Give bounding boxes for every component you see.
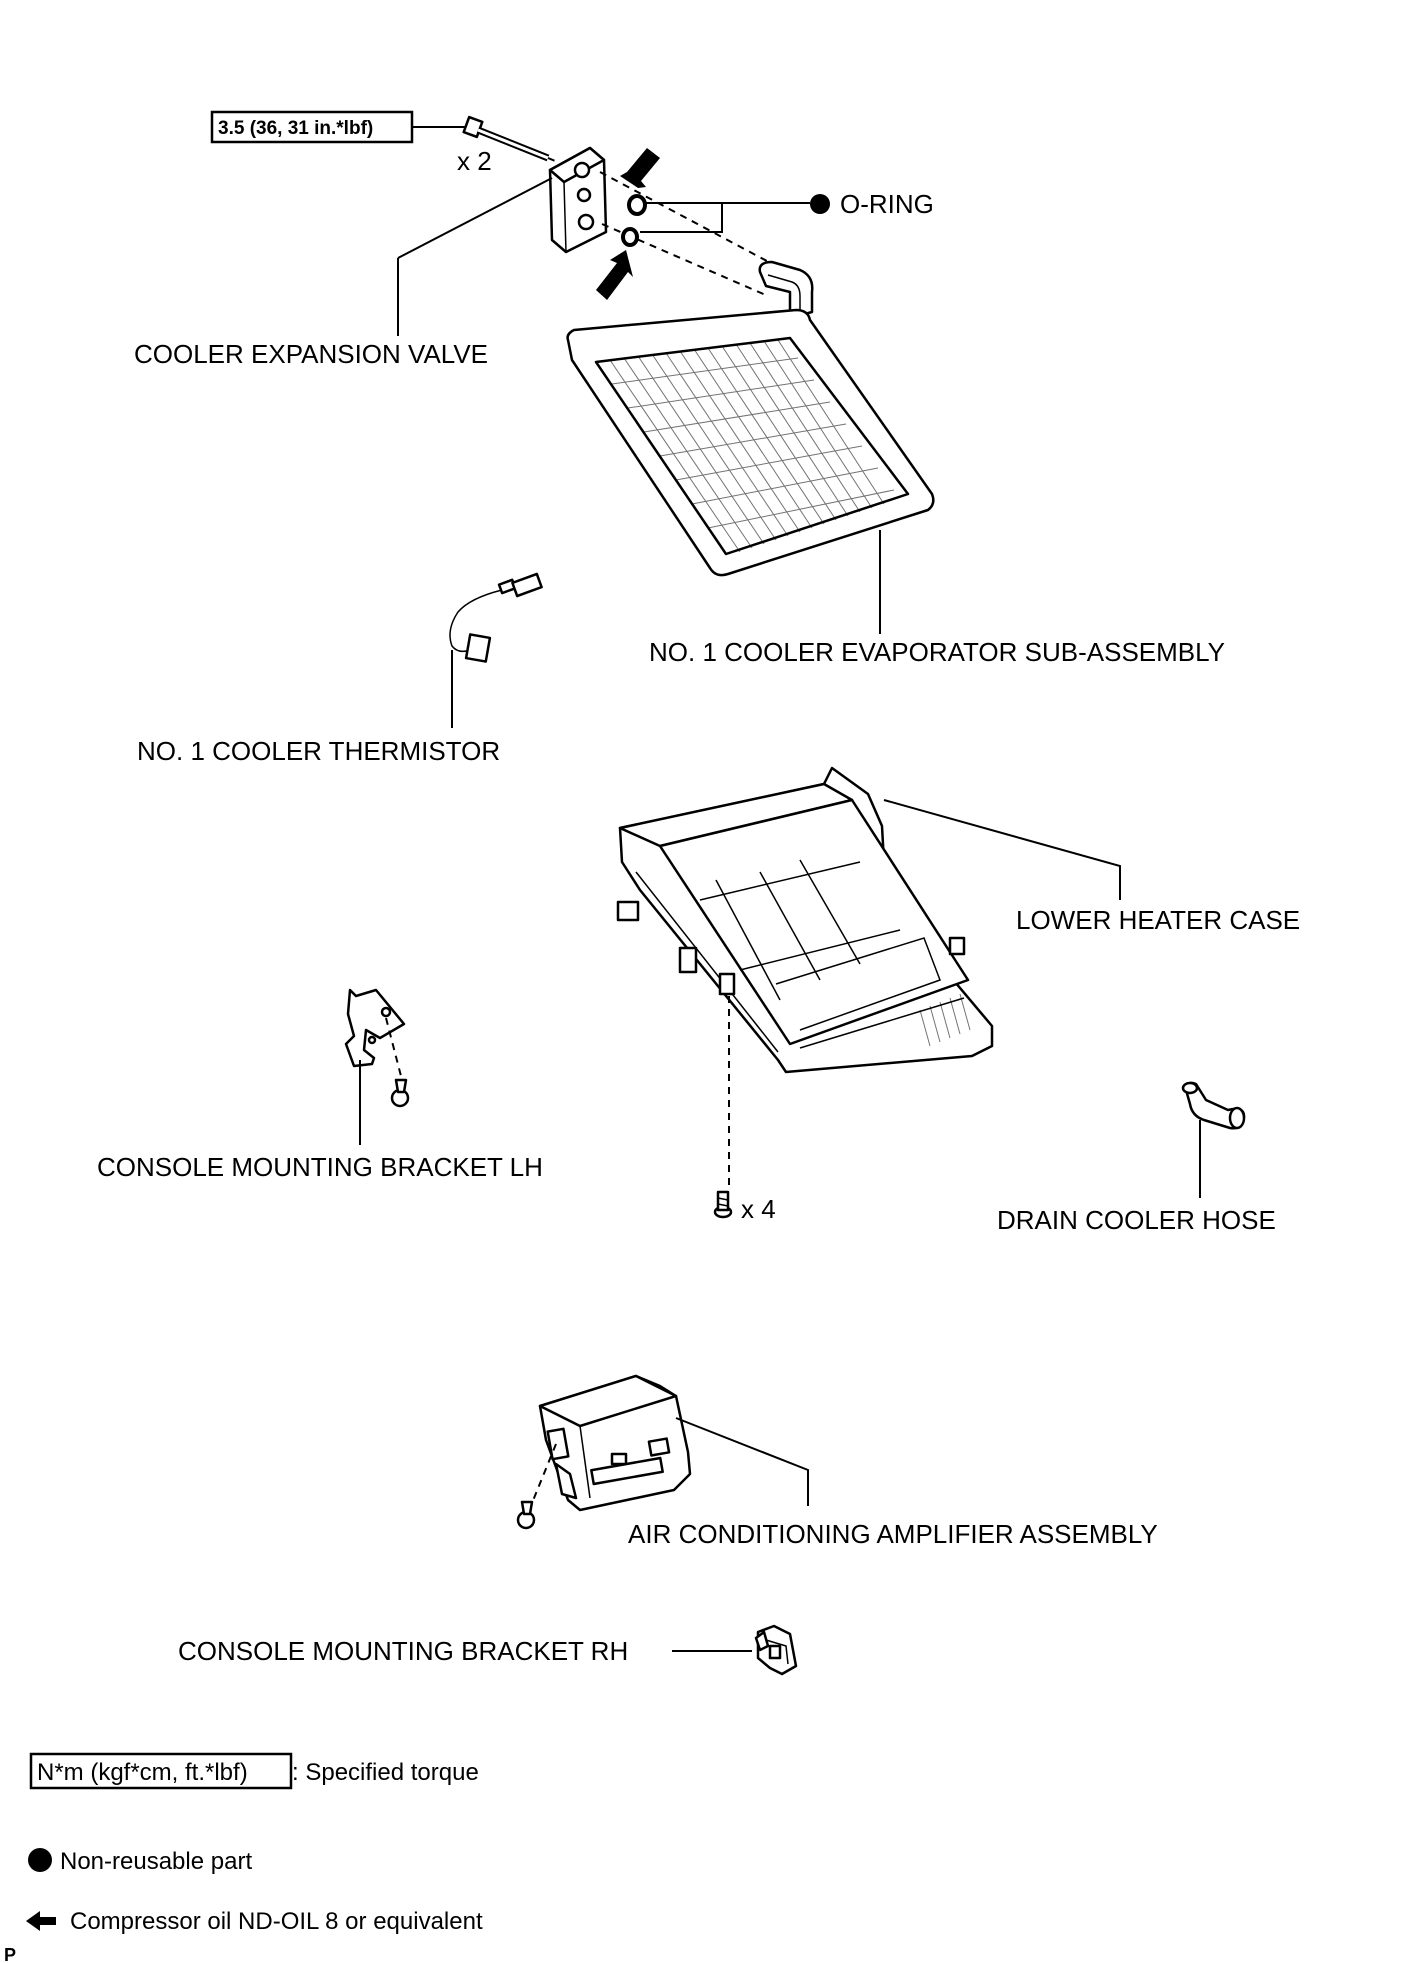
compressor-oil-arrow-icon <box>620 148 660 188</box>
lower-heater-case-label: LOWER HEATER CASE <box>1016 905 1300 935</box>
non-reusable-legend-icon <box>28 1848 52 1872</box>
legend-compressor-oil: Compressor oil ND-OIL 8 or equivalent <box>70 1908 483 1935</box>
amplifier-label: AIR CONDITIONING AMPLIFIER ASSEMBLY <box>628 1519 1158 1549</box>
compressor-oil-arrow-icon <box>596 250 633 300</box>
legend-torque-desc: : Specified torque <box>292 1759 479 1786</box>
footer-code: P <box>4 1945 16 1963</box>
evaporator-icon <box>566 260 935 577</box>
cooler-expansion-valve-label: COOLER EXPANSION VALVE <box>134 339 488 369</box>
evaporator-label: NO. 1 COOLER EVAPORATOR SUB-ASSEMBLY <box>649 637 1225 667</box>
torque-callout: 3.5 (36, 31 in.*lbf) <box>210 110 468 144</box>
compressor-oil-legend-icon <box>26 1911 56 1931</box>
torque-spec-label: 3.5 (36, 31 in.*lbf) <box>218 118 373 139</box>
legend-torque-box-label: N*m (kgf*cm, ft.*lbf) <box>37 1759 248 1786</box>
drain-hose-label: DRAIN COOLER HOSE <box>997 1205 1276 1235</box>
non-reusable-mark-icon <box>810 194 830 214</box>
screw-icon <box>713 1190 733 1219</box>
thermistor-label: NO. 1 COOLER THERMISTOR <box>137 736 500 766</box>
o-ring-icon <box>621 194 647 247</box>
amplifier-icon <box>538 1374 692 1512</box>
lower-heater-case-icon <box>616 766 994 1074</box>
legend-non-reusable: Non-reusable part <box>60 1848 252 1875</box>
bolt-quantity-label: x 2 <box>457 146 492 176</box>
drain-hose-icon <box>1181 1081 1246 1130</box>
cooler-expansion-valve-icon <box>548 146 608 254</box>
bracket-rh-icon <box>754 1624 798 1676</box>
thermistor-icon <box>449 572 543 663</box>
legend: N*m (kgf*cm, ft.*lbf) : Specified torque… <box>26 1752 483 1935</box>
bolt-icon <box>462 115 550 162</box>
bracket-rh-label: CONSOLE MOUNTING BRACKET RH <box>178 1636 628 1666</box>
bracket-lh-label: CONSOLE MOUNTING BRACKET LH <box>97 1152 543 1182</box>
screw-icon <box>516 1500 536 1530</box>
o-ring-label: O-RING <box>840 189 934 219</box>
screw-quantity-label: x 4 <box>741 1194 776 1224</box>
bracket-lh-icon <box>344 988 406 1068</box>
screw-icon <box>390 1078 410 1108</box>
